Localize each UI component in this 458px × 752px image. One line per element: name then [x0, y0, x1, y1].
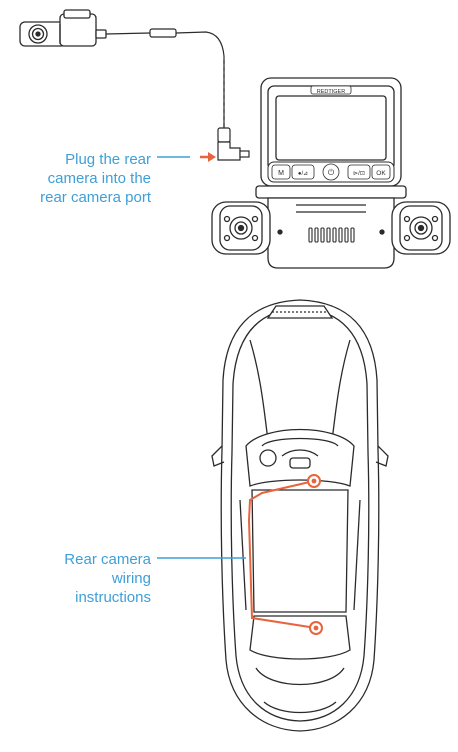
rear-camera	[19, 9, 107, 47]
wiring-instructions-callout: Rear camera wiring instructions	[20, 550, 151, 607]
front-mount-point-icon	[307, 474, 321, 488]
dashcam-brand-label: REDTIGER	[317, 89, 345, 95]
mode-button-label: ⊳/⊡	[353, 171, 365, 177]
arrow-icon	[200, 152, 216, 162]
dashcam	[211, 77, 451, 269]
rear-camera-cable	[105, 28, 250, 161]
callout-line: rear camera port	[40, 189, 151, 206]
callout-line: Plug the rear	[65, 151, 151, 168]
callout-line: camera into the	[47, 170, 151, 187]
rear-mount-point-icon	[309, 621, 323, 635]
callout-line: wiring	[111, 570, 151, 587]
callout-line: Rear camera	[64, 551, 151, 568]
car-top-view	[211, 299, 389, 732]
menu-button-label: M	[278, 170, 284, 177]
power-icon: ⏻	[328, 168, 335, 177]
plug-rear-camera-callout: Plug the rear camera into the rear camer…	[20, 150, 151, 207]
record-button-label: ●/⊿	[298, 171, 308, 177]
ok-button-label: OK	[376, 170, 386, 177]
callout-line: instructions	[75, 589, 151, 606]
wiring-route	[247, 480, 317, 629]
